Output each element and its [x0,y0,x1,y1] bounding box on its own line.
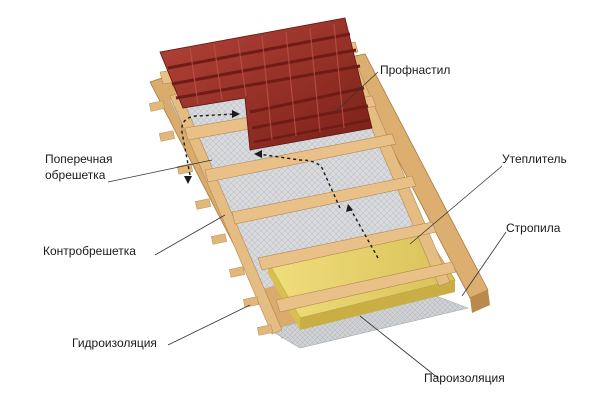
label-poperechnaya-line2: обрешетка [45,168,106,182]
label-paroizolyaciya: Пароизоляция [424,371,505,385]
leader-kontrobreshetka [154,214,226,256]
metal-tile-roofing [159,17,373,151]
leader-paroizolyaciya [359,315,439,379]
label-stropila: Стропила [506,221,561,235]
leader-lines [107,71,507,379]
arrow-heads [184,110,353,212]
batten-ends [149,100,273,336]
label-kontrobreshetka: Контробрешетка [43,244,136,258]
leader-uteplitel [409,165,503,245]
label-gidroizolyaciya: Гидроизоляция [72,336,157,350]
leader-profnastil [334,71,379,113]
label-profnastil: Профнастил [380,63,451,77]
label-uteplitel: Утеплитель [502,152,567,166]
leader-gidroizolyaciya [167,304,251,346]
leader-stropila [461,231,507,297]
airflow-arrows [181,113,379,259]
label-poperechnaya-line1: Поперечная [45,152,113,166]
leader-poperechnaya [107,159,213,183]
